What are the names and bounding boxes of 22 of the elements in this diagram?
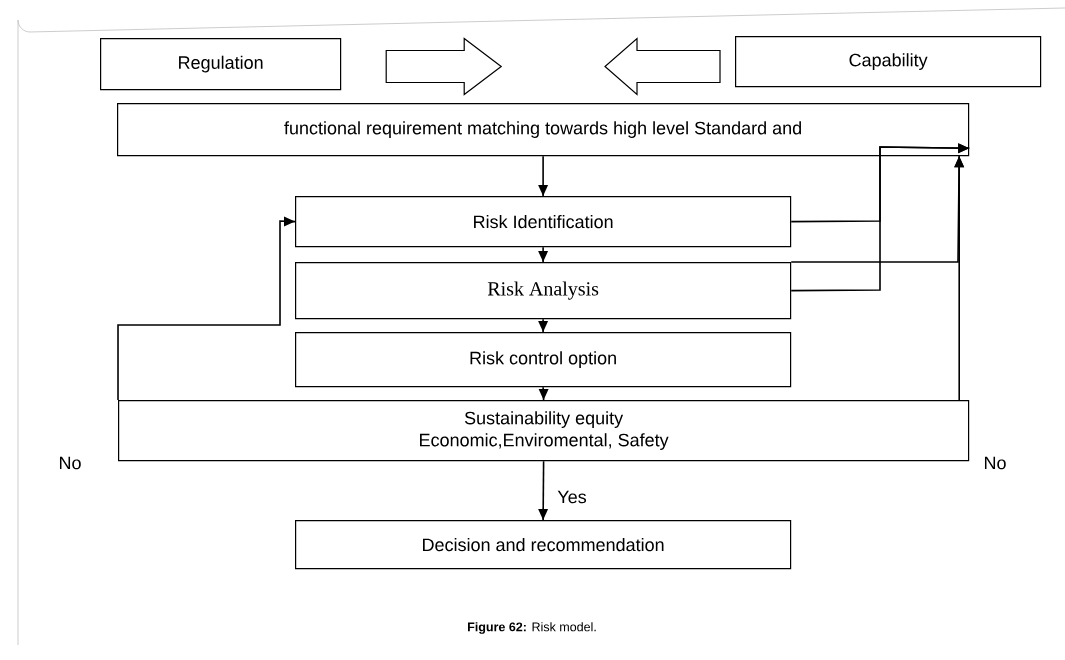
arrow [790,143,970,292]
process-box: Risk control option [295,332,792,388]
block-arrow [385,37,503,96]
arrow [538,386,549,401]
process-box: Risk Analysis [295,262,792,320]
arrow [538,155,549,197]
arrow [538,318,549,333]
requirement-box: functional requirement matching towards high level Standard and [117,103,970,157]
arrow [954,155,965,401]
figure-caption: Figure 62: Risk model. [468,622,596,634]
process-box: Regulation [100,38,342,91]
edge-label: No [980,453,1010,473]
process-box: Capability [735,36,1042,88]
process-box: Risk Identification [295,196,792,248]
edge-label: No [55,453,85,473]
edge-label: Yes [554,487,590,507]
result-box: Decision and recommendation [295,520,792,570]
arrow [538,460,549,521]
arrow [538,246,549,263]
block-arrow [604,37,721,96]
evaluation-box: Sustainability equity Economic,Enviromental, Safety [118,400,970,462]
arrow [117,216,296,401]
